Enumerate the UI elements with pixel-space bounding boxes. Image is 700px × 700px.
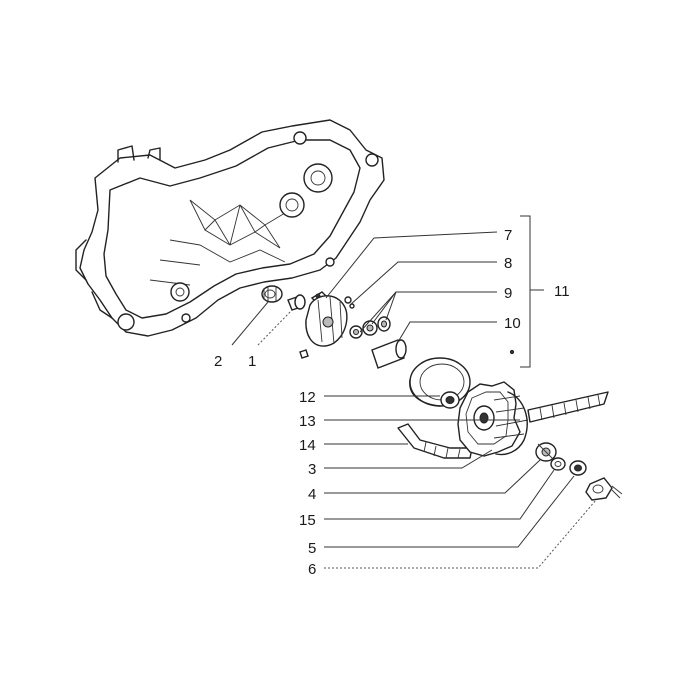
part-2-roller-bearing xyxy=(261,285,283,303)
callout-15: 15 xyxy=(299,512,316,529)
callout-7: 7 xyxy=(504,227,512,244)
callout-14: 14 xyxy=(299,437,316,454)
callout-2: 2 xyxy=(214,353,222,370)
part-10-sleeve xyxy=(371,339,407,369)
part-3-driven-pulley xyxy=(457,381,529,457)
part-12-fixed-pulley xyxy=(409,357,471,409)
callout-13: 13 xyxy=(299,413,316,430)
callout-6: 6 xyxy=(308,561,316,578)
callout-3: 3 xyxy=(308,461,316,478)
part-6-nut xyxy=(585,477,623,501)
callout-5: 5 xyxy=(308,540,316,557)
callout-8: 8 xyxy=(504,255,512,272)
callout-10: 10 xyxy=(504,315,521,332)
part-5-seal xyxy=(569,460,587,476)
crankcase-housing xyxy=(75,119,385,337)
part-8-variator-half xyxy=(299,295,355,359)
part-15-washer xyxy=(550,457,566,471)
callout-1: 1 xyxy=(248,353,256,370)
part-1-bushing xyxy=(287,294,306,311)
callout-4: 4 xyxy=(308,486,316,503)
callout-labels: 2 1 7 8 9 10 11 12 13 14 3 4 15 5 6 xyxy=(214,227,570,578)
callout-12: 12 xyxy=(299,389,316,406)
part-4-bearing xyxy=(535,442,557,462)
callout-9: 9 xyxy=(504,285,512,302)
callout-11: 11 xyxy=(554,283,570,300)
leader-lines xyxy=(231,215,597,569)
